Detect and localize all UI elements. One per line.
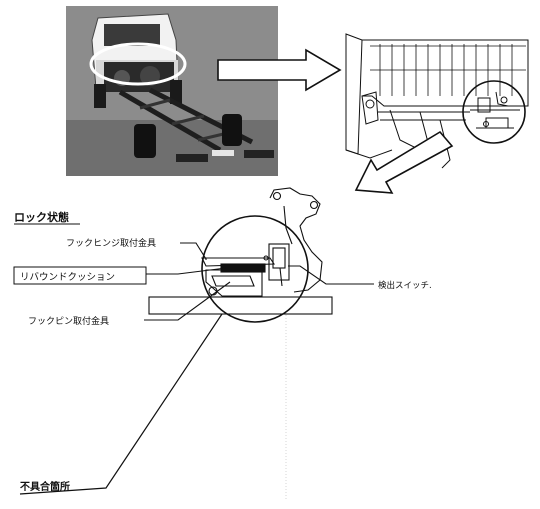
down-left-arrow-icon: [354, 130, 454, 194]
label-detection-switch: 検出スイッチ.: [378, 280, 432, 291]
frame-bar: [148, 296, 333, 315]
truck-chassis-photo: [66, 6, 278, 176]
magnify-circle: [201, 215, 309, 323]
leader-hook-pin: [144, 281, 231, 321]
right-arrow-icon: [217, 48, 342, 92]
label-hook-hinge-bracket: フックヒンジ取付金具: [66, 237, 156, 249]
label-hook-pin-bracket: フックピン取付金具: [28, 315, 109, 327]
defect-pointer-line: [19, 313, 223, 495]
label-defect-location: 不具合箇所: [20, 480, 70, 493]
leader-hook-hinge: [180, 242, 207, 260]
leader-switch: [288, 265, 374, 285]
lock-mechanism-drawing: [19, 187, 374, 495]
label-rebound-cushion: リバウンドクッション: [20, 272, 115, 283]
section-title: ロック状態: [14, 210, 69, 224]
highlight-ellipse: [89, 42, 187, 86]
label-box-rebound-cushion: [13, 266, 147, 285]
leader-rebound: [146, 267, 227, 275]
